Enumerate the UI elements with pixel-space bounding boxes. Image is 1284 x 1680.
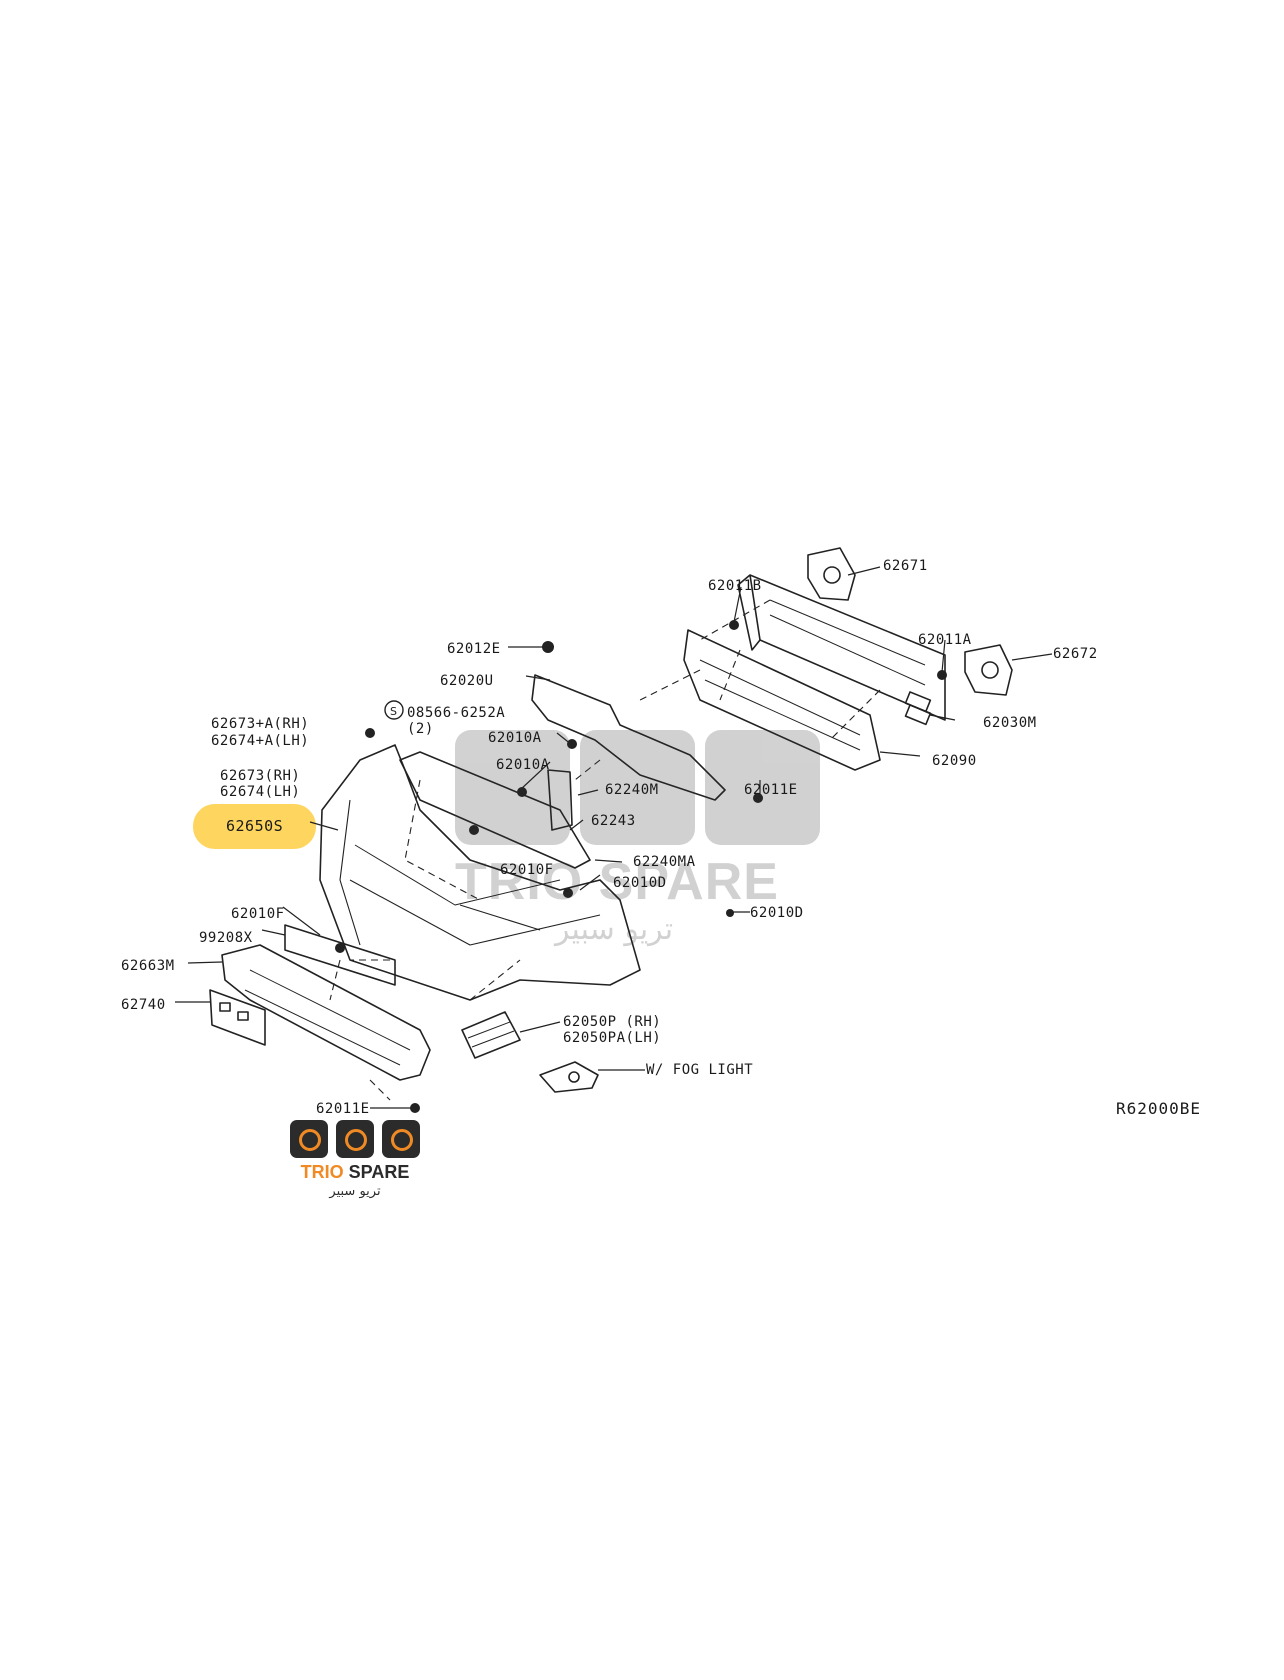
- gauge-icon: [336, 1120, 374, 1158]
- callout-62674-a-lh: 62674+A(LH): [211, 733, 310, 749]
- bracket-62671: [807, 547, 856, 601]
- callout-62011e-top: 62011E: [744, 782, 798, 798]
- fog-grille: [461, 1011, 521, 1059]
- callout-62010f-1: 62010F: [500, 862, 554, 878]
- watermark-arabic: تريو سبير: [555, 912, 674, 947]
- callout-62011b: 62011B: [708, 578, 762, 594]
- energy-absorber: [683, 629, 881, 771]
- callout-62010a-2: 62010A: [496, 757, 550, 773]
- lower-strip: [284, 924, 396, 986]
- callout-62050pa-lh: 62050PA(LH): [563, 1030, 662, 1046]
- special-part-icon: [384, 700, 404, 720]
- callout-62010a-1: 62010A: [488, 730, 542, 746]
- bracket-62672: [964, 644, 1013, 696]
- callout-62090: 62090: [932, 753, 977, 769]
- callout-62010d-1: 62010D: [613, 875, 667, 891]
- callout-62673-a-rh: 62673+A(RH): [211, 716, 310, 732]
- brand-logo: TRIO SPARE تريو سبير: [290, 1120, 420, 1200]
- callout-62011a: 62011A: [918, 632, 972, 648]
- brand-name: TRIO SPARE: [300, 1162, 410, 1182]
- callout-62240m: 62240M: [605, 782, 659, 798]
- brand-name-arabic: تريو سبير: [329, 1184, 381, 1199]
- grille-upper: [399, 751, 591, 869]
- reinforcement-beam: [749, 574, 946, 721]
- callout-08566: 08566-6252A: [407, 705, 506, 721]
- core-support-upper: [531, 674, 726, 801]
- engine-icon: [382, 1120, 420, 1158]
- callout-62674-lh: 62674(LH): [220, 784, 301, 800]
- watermark-icon-3: [705, 730, 820, 845]
- callout-62010d-2: 62010D: [750, 905, 804, 921]
- callout-62673-rh: 62673(RH): [220, 768, 301, 784]
- callout-62740: 62740: [121, 997, 166, 1013]
- watermark-icon-2: [580, 730, 695, 845]
- callout-62020u: 62020U: [440, 673, 494, 689]
- callout-08566-qty: (2): [407, 721, 434, 737]
- callout-62243: 62243: [591, 813, 636, 829]
- callout-62671: 62671: [883, 558, 928, 574]
- fog-bezel: [539, 1061, 599, 1093]
- diagram-reference: R62000BE: [1116, 1099, 1202, 1118]
- watermark-text: TRIO SPARE: [455, 853, 779, 911]
- callout-62010f-2: 62010F: [231, 906, 285, 922]
- bracket-62243: [547, 769, 573, 831]
- callout-62650s: 62650S: [226, 817, 284, 835]
- callout-fog-light: W/ FOG LIGHT: [646, 1062, 754, 1078]
- watermark-icon-1: [455, 730, 570, 845]
- watermark: TRIO SPARE تريو سبير: [455, 730, 835, 950]
- callout-62240ma: 62240MA: [633, 854, 696, 870]
- callout-99208x: 99208X: [199, 930, 253, 946]
- callout-62050p-rh: 62050P (RH): [563, 1014, 662, 1030]
- bumper-fascia: [319, 744, 641, 1001]
- callout-62663m: 62663M: [121, 958, 175, 974]
- undercover: [221, 944, 431, 1081]
- callout-62011e-bottom: 62011E: [316, 1101, 370, 1117]
- callout-62672: 62672: [1053, 646, 1098, 662]
- callout-62030m: 62030M: [983, 715, 1037, 731]
- license-bracket: [209, 989, 266, 1046]
- callout-62012e: 62012E: [447, 641, 501, 657]
- highlight-badge: [193, 804, 316, 849]
- speaker-icon: [290, 1120, 328, 1158]
- svg-text:S: S: [390, 705, 397, 718]
